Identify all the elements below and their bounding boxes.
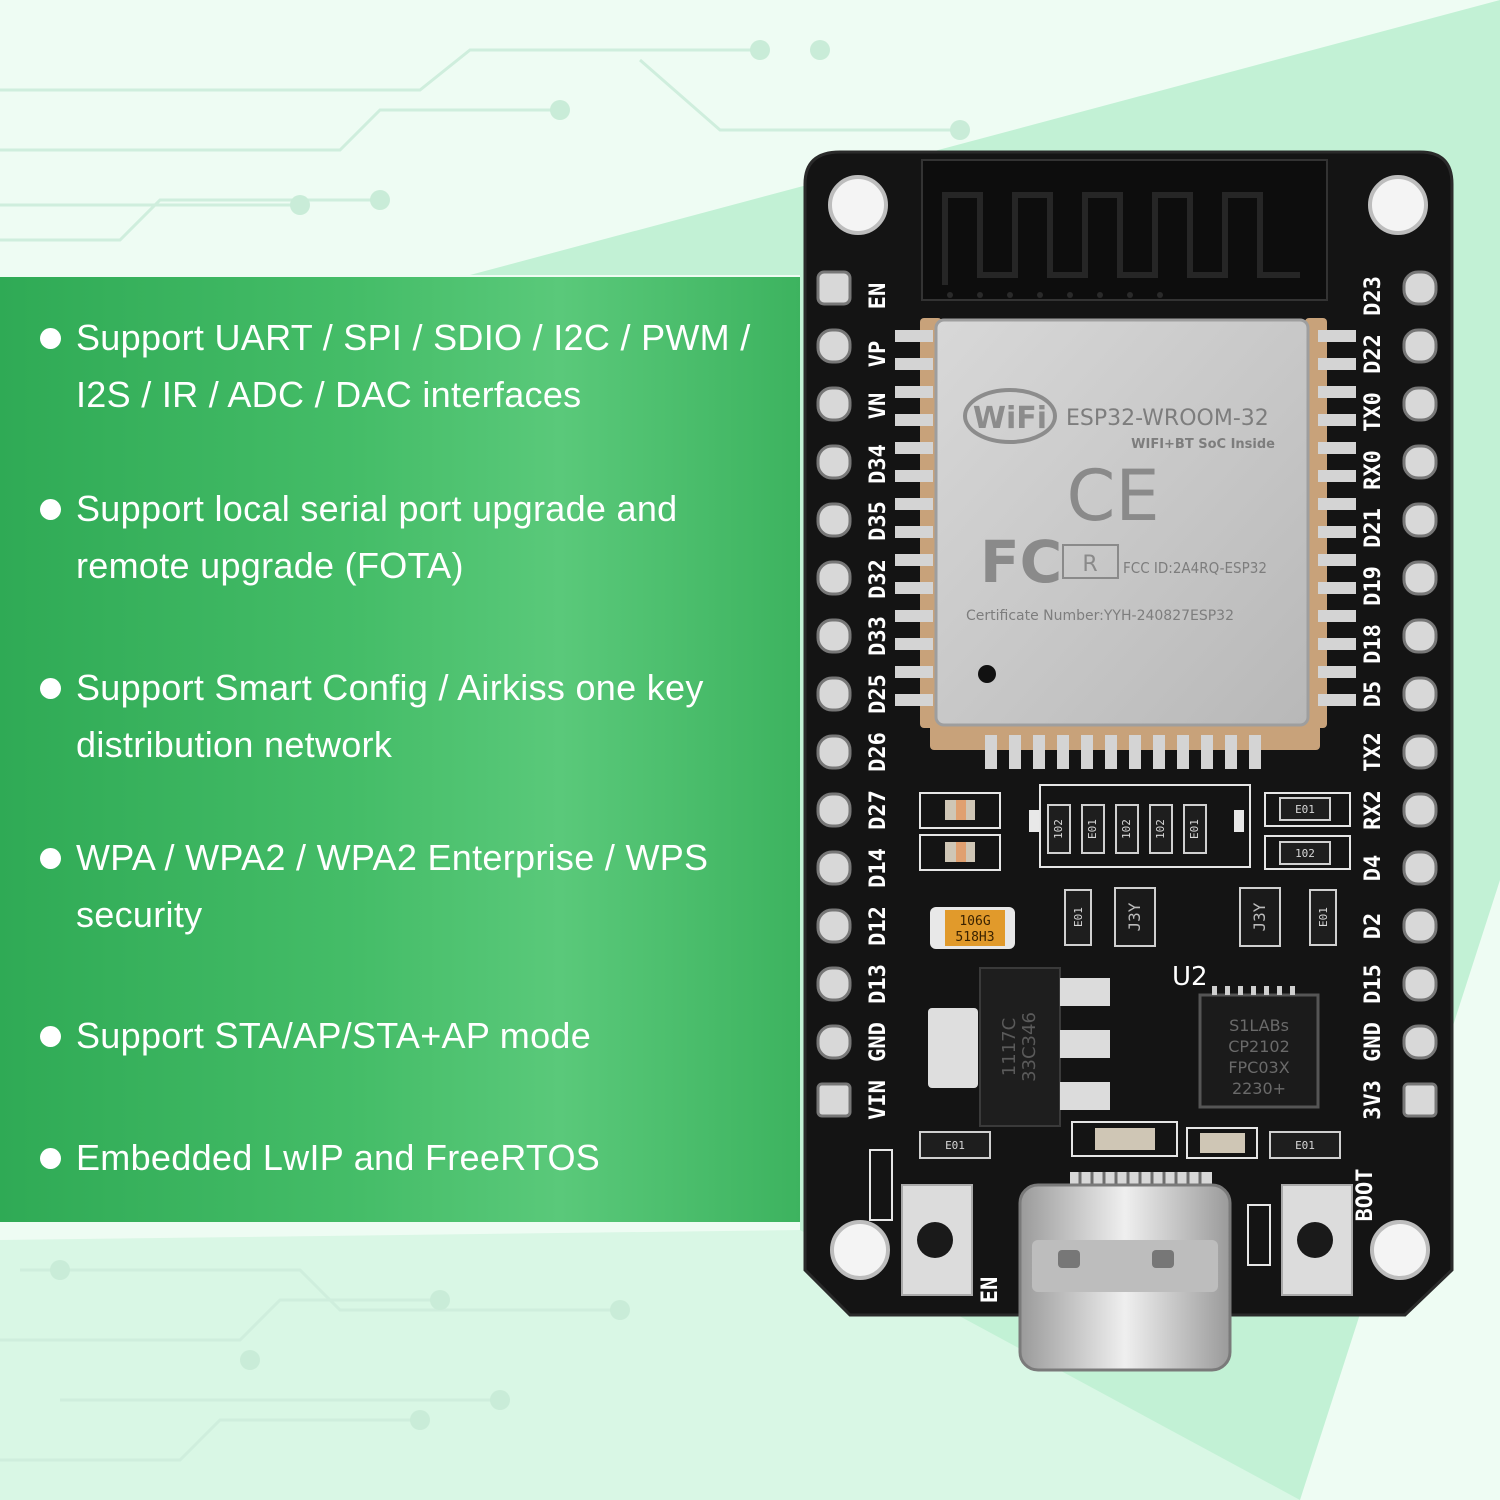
pin-label: EN <box>866 283 891 310</box>
bullet-icon <box>40 328 61 349</box>
svg-text:33C346: 33C346 <box>1019 1012 1040 1082</box>
right-pin-labels: D23 D22 TX0 RX0 D21 D19 D18 D5 TX2 RX2 D… <box>1361 276 1386 1120</box>
pin-label: GND <box>866 1022 891 1062</box>
u2-label: U2 <box>1172 962 1208 992</box>
module-name: ESP32-WROOM-32 <box>1066 406 1269 431</box>
svg-text:E01: E01 <box>1086 819 1099 839</box>
feature-item: Support Smart Config / Airkiss one key d… <box>38 659 788 773</box>
mounting-holes <box>828 175 1430 1280</box>
pin-label: D5 <box>1361 681 1386 708</box>
pin-label: D27 <box>866 790 891 830</box>
svg-text:E01: E01 <box>945 1139 965 1152</box>
pin-label: RX2 <box>1361 790 1386 830</box>
pin-label: D26 <box>866 732 891 772</box>
bullet-icon <box>40 678 61 699</box>
right-header <box>1402 270 1438 1118</box>
feature-text: Support STA/AP/STA+AP mode <box>76 1015 592 1056</box>
voltage-regulator <box>979 967 1061 1127</box>
pin-label: D4 <box>1361 855 1386 882</box>
bullet-icon <box>40 1026 61 1047</box>
svg-text:102: 102 <box>1120 819 1133 839</box>
svg-text:102: 102 <box>1052 819 1065 839</box>
svg-text:CP2102: CP2102 <box>1228 1037 1290 1056</box>
module-pins <box>895 330 1356 769</box>
fcc-mark-icon: FC <box>980 528 1062 596</box>
svg-text:S1LABs: S1LABs <box>1229 1016 1289 1035</box>
pin-label: TX2 <box>1361 732 1386 772</box>
pin-label: 3V3 <box>1361 1080 1386 1120</box>
fcc-id: FCC ID:2A4RQ-ESP32 <box>1123 559 1267 577</box>
pin-label: VN <box>866 393 891 420</box>
pin-label: D19 <box>1361 566 1386 606</box>
feature-text: WPA / WPA2 / WPA2 Enterprise / WPS secur… <box>76 837 709 935</box>
pin-label: D34 <box>866 444 891 484</box>
svg-text:106G: 106G <box>959 914 990 929</box>
svg-text:E01: E01 <box>1317 907 1330 927</box>
left-header <box>816 270 852 1118</box>
push-button-icon <box>901 1184 1353 1296</box>
svg-text:E01: E01 <box>1295 1139 1315 1152</box>
pin-label: D18 <box>1361 624 1386 664</box>
feature-item: Support local serial port upgrade and re… <box>38 480 788 594</box>
feature-item: Support UART / SPI / SDIO / I2C / PWM / … <box>38 309 788 423</box>
pin-label: VP <box>866 341 891 368</box>
wifi-logo-icon <box>963 388 1057 444</box>
pin-label: D22 <box>1361 334 1386 374</box>
svg-text:102: 102 <box>1154 819 1167 839</box>
ce-mark-icon: CE <box>1066 455 1159 537</box>
r-mark: R <box>1082 552 1097 577</box>
module-subtitle: WIFI+BT SoC Inside <box>1131 437 1275 452</box>
pin-label: D33 <box>866 616 891 656</box>
module-shield <box>934 318 1310 727</box>
feature-text: Embedded LwIP and FreeRTOS <box>76 1137 601 1178</box>
antenna-trace <box>942 192 1300 285</box>
bullet-icon <box>40 848 61 869</box>
svg-text:518H3: 518H3 <box>955 930 994 945</box>
left-pin-labels: EN VP VN D34 D35 D32 D33 D25 D26 D27 D14… <box>866 283 891 1120</box>
boot-button-label: BOOT <box>1353 1169 1378 1222</box>
svg-text:1117C: 1117C <box>999 1018 1020 1076</box>
pin-label: RX0 <box>1361 450 1386 490</box>
svg-text:J3Y: J3Y <box>1250 902 1269 931</box>
wifi-logo-text: WiFi <box>973 401 1047 436</box>
pin-label: GND <box>1361 1022 1386 1062</box>
bullet-icon <box>40 499 61 520</box>
svg-text:E01: E01 <box>1188 819 1201 839</box>
pin-label: D13 <box>866 964 891 1004</box>
regulator-tab <box>928 1008 978 1088</box>
pin-label: D12 <box>866 906 891 946</box>
pin-label: D14 <box>866 848 891 888</box>
transistor <box>1114 887 1281 947</box>
smd-components <box>919 784 1351 871</box>
pin-label: D21 <box>1361 508 1386 548</box>
feature-text: Support local serial port upgrade and re… <box>76 488 678 586</box>
pin-label: D23 <box>1361 276 1386 316</box>
svg-text:E01: E01 <box>1072 907 1085 927</box>
feature-item: Embedded LwIP and FreeRTOS <box>38 1129 788 1186</box>
usb-c-port-icon <box>1018 1172 1232 1372</box>
feature-text: Support Smart Config / Airkiss one key d… <box>76 667 704 765</box>
feature-item: Support STA/AP/STA+AP mode <box>38 1007 788 1064</box>
pin-label: D2 <box>1361 913 1386 940</box>
en-button-label: EN <box>978 1277 1003 1304</box>
pin-label: VIN <box>866 1080 891 1120</box>
svg-text:102: 102 <box>1295 847 1315 860</box>
svg-text:E01: E01 <box>1295 803 1315 816</box>
bullet-icon <box>40 1148 61 1169</box>
pin-label: TX0 <box>1361 392 1386 432</box>
feature-panel <box>0 277 800 1222</box>
svg-text:J3Y: J3Y <box>1125 902 1144 931</box>
svg-text:FPC03X: FPC03X <box>1228 1058 1289 1077</box>
certificate-number: Certificate Number:YYH-240827ESP32 <box>966 608 1234 624</box>
pin-label: D25 <box>866 674 891 714</box>
pin-label: D15 <box>1361 964 1386 1004</box>
svg-text:2230+: 2230+ <box>1232 1079 1286 1098</box>
pin-label: D32 <box>866 559 891 599</box>
feature-text: Support UART / SPI / SDIO / I2C / PWM / … <box>76 317 751 415</box>
usb-uart-chip <box>1198 993 1320 1109</box>
feature-item: WPA / WPA2 / WPA2 Enterprise / WPS secur… <box>38 829 788 943</box>
pin-label: D35 <box>866 501 891 541</box>
